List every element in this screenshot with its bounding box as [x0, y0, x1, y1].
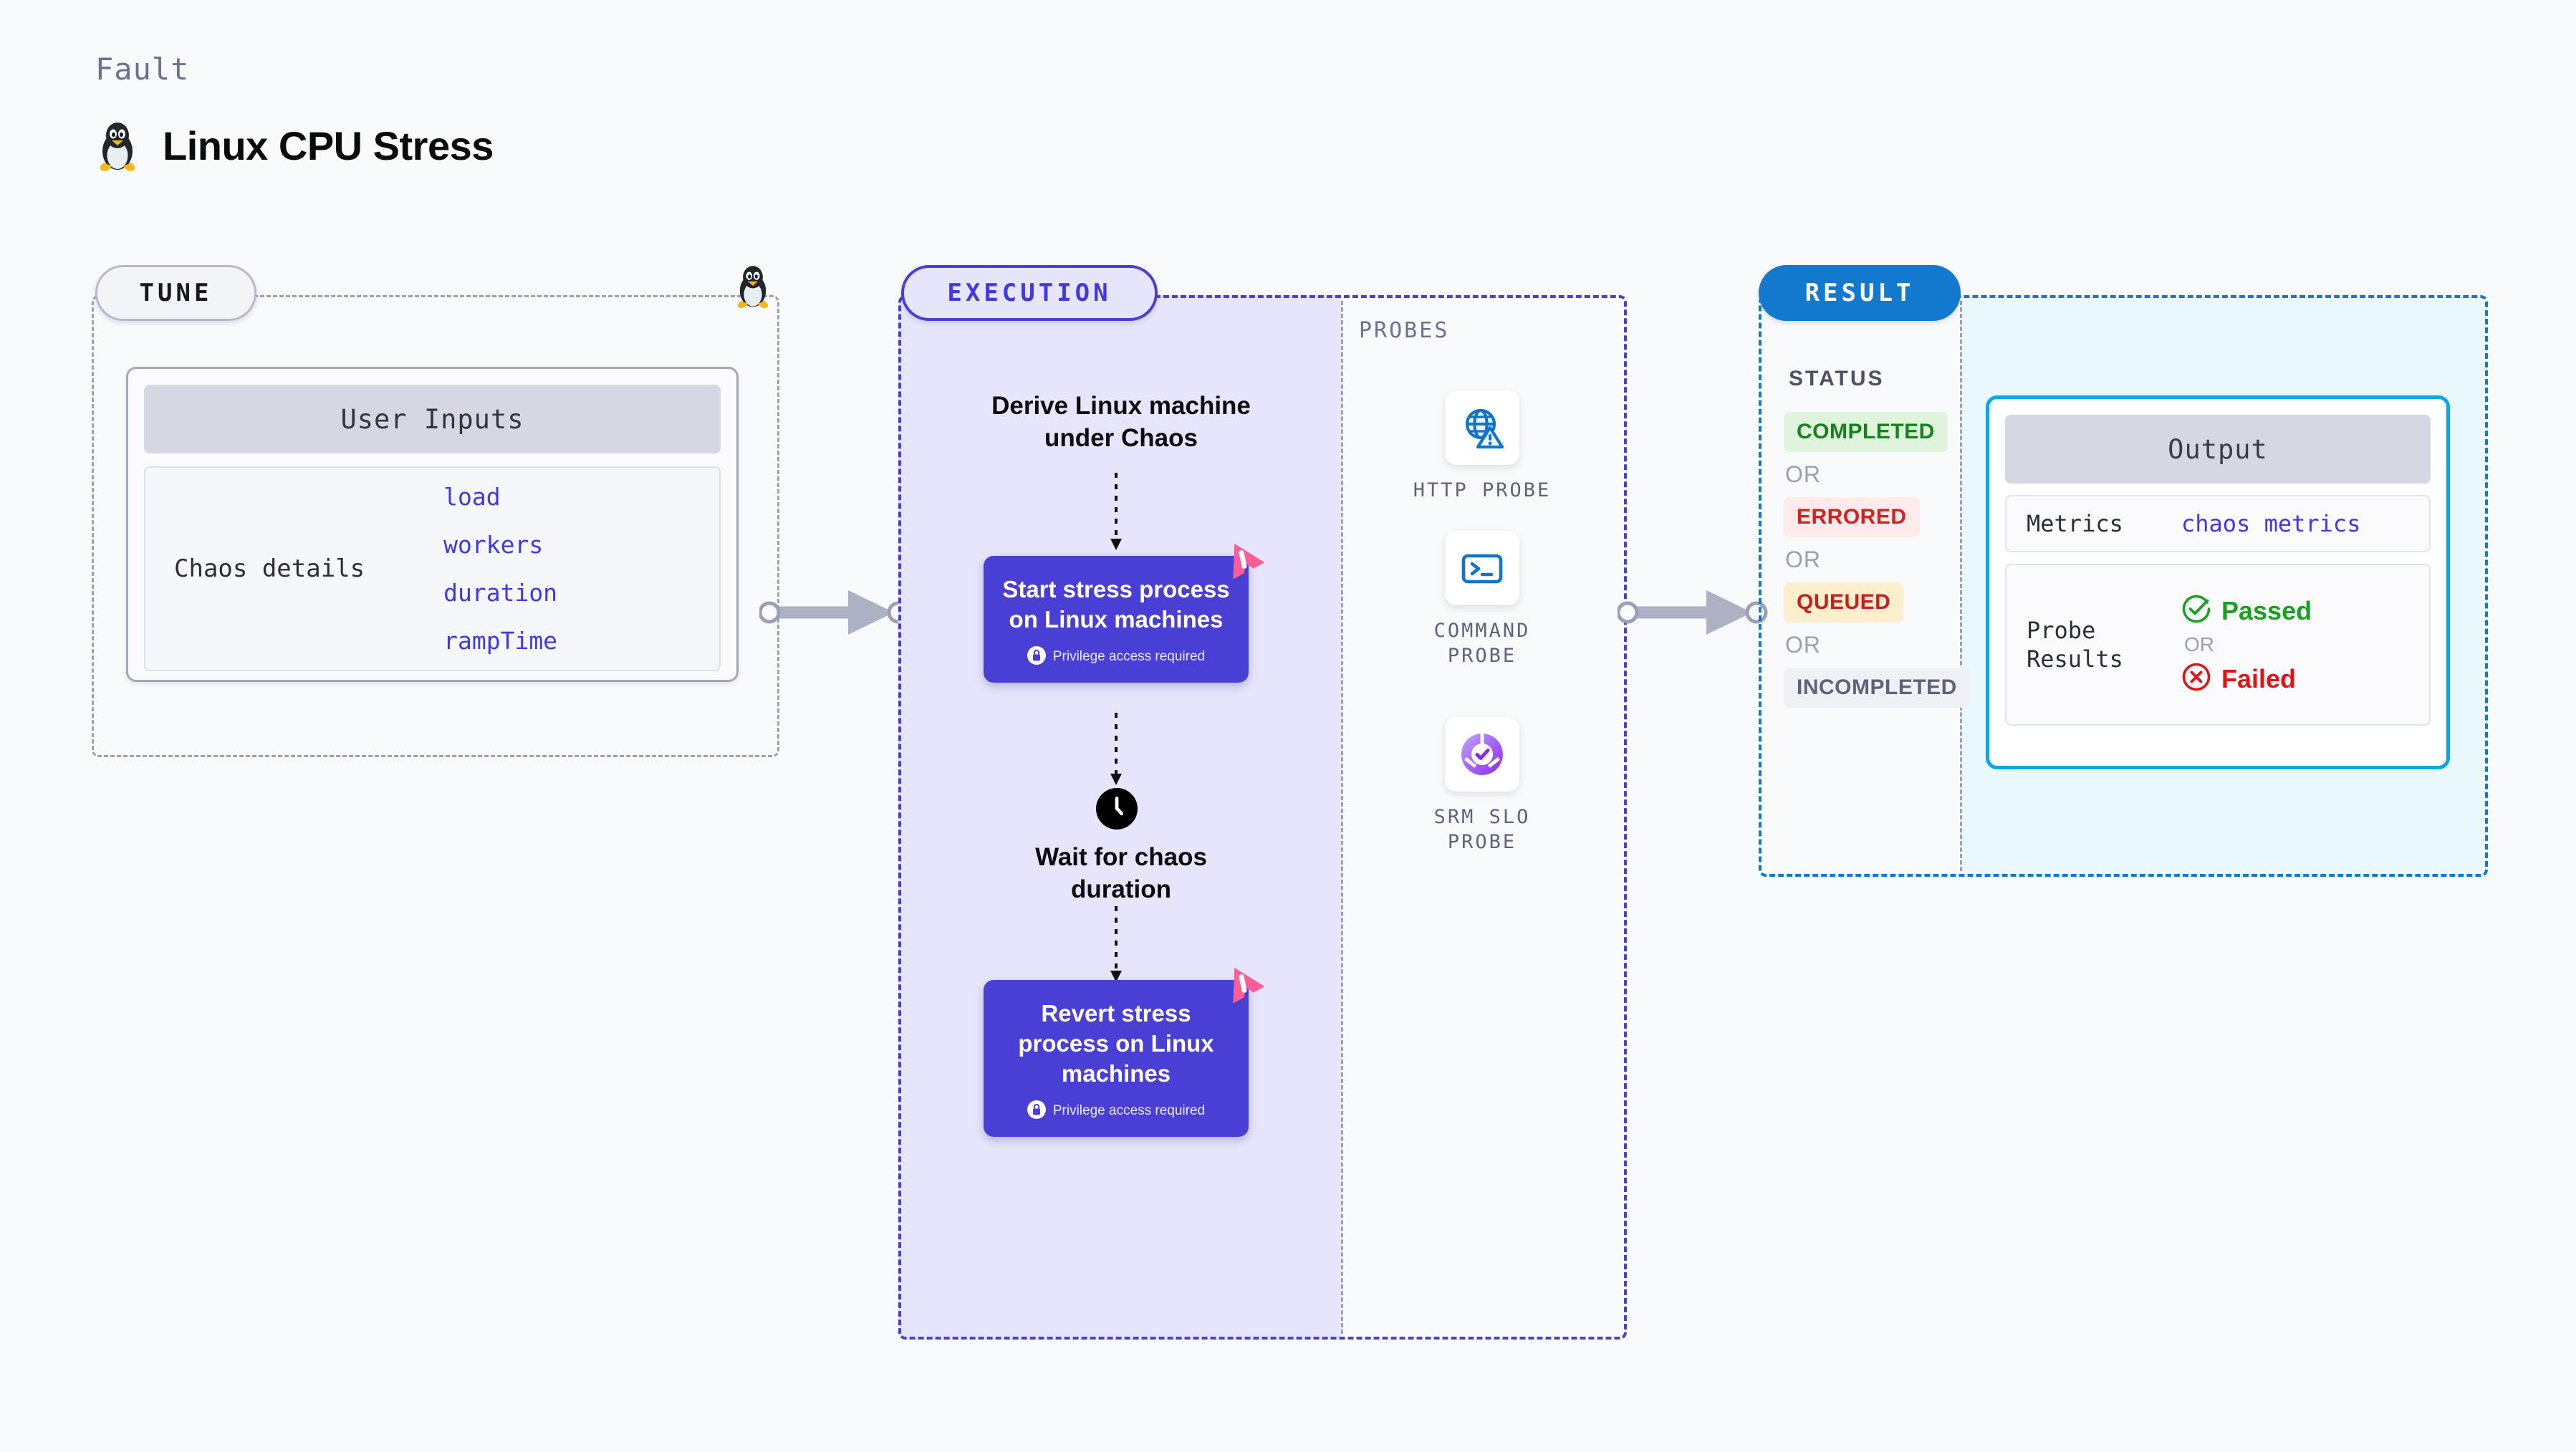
wait-duration-title: Wait for chaos duration: [1035, 843, 1207, 903]
arrow-derive-to-start: [1107, 473, 1125, 557]
result-divider: [1960, 301, 1962, 871]
chaos-details-row: Chaos details load workers duration ramp…: [144, 466, 721, 671]
probe-result-or: OR: [2184, 633, 2214, 655]
probe-srm-slo-label: SRM SLO PROBE: [1433, 806, 1531, 854]
execution-panel-border: [898, 295, 1627, 1340]
slo-donut-check-icon: [1445, 717, 1519, 792]
revert-stress-step[interactable]: Revert stress process on Linux machines …: [984, 967, 1265, 1137]
status-badge-completed: COMPLETED: [1784, 412, 1948, 452]
status-or-3: OR: [1785, 632, 1821, 658]
start-stress-step[interactable]: Start stress process on Linux machines P…: [984, 543, 1265, 683]
fault-eyebrow: Fault: [95, 52, 190, 87]
metrics-value: chaos metrics: [2181, 510, 2361, 537]
lock-icon: [1027, 645, 1046, 668]
probe-results-row: Probe Results Passed OR: [2005, 564, 2431, 726]
execution-pill-label: EXECUTION: [901, 265, 1158, 321]
arrow-start-to-wait: [1107, 713, 1125, 792]
revert-stress-step-text: Revert stress process on Linux machines: [1018, 1000, 1214, 1087]
globe-warning-icon: [1445, 390, 1519, 465]
input-load: load: [443, 483, 501, 511]
output-card: Output Metrics chaos metrics Probe Resul…: [1986, 395, 2450, 769]
metrics-row: Metrics chaos metrics: [2005, 495, 2431, 552]
user-inputs-header: User Inputs: [144, 385, 721, 453]
tune-panel: [92, 295, 779, 757]
chaos-details-values: load workers duration rampTime: [443, 483, 557, 655]
tune-to-execution-arrow: [758, 580, 913, 648]
tune-panel-border: [92, 295, 779, 757]
input-ramptime: rampTime: [443, 627, 558, 655]
user-inputs-card: User Inputs Chaos details load workers d…: [126, 367, 739, 682]
arrow-wait-to-revert: [1107, 906, 1125, 989]
result-pill-label: RESULT: [1759, 265, 1961, 321]
input-duration: duration: [443, 579, 558, 607]
chaos-details-key: Chaos details: [174, 554, 365, 583]
probes-to-result-arrow: [1616, 580, 1772, 648]
harness-logo-icon: [1222, 539, 1265, 584]
execution-panel: [898, 295, 1627, 1340]
revert-privilege-text: Privilege access required: [1052, 1103, 1206, 1119]
page-title-text: Linux CPU Stress: [163, 122, 494, 168]
harness-logo-icon: [1222, 963, 1265, 1008]
probes-section-label: PROBES: [1359, 318, 1450, 343]
probe-command-label: COMMAND PROBE: [1433, 620, 1531, 668]
probe-result-passed: Passed: [2181, 594, 2312, 628]
status-badge-incompleted: INCOMPLETED: [1784, 668, 1970, 708]
probe-http[interactable]: HTTP PROBE: [1396, 390, 1568, 503]
status-badge-errored: ERRORED: [1784, 497, 1920, 537]
probe-http-label: HTTP PROBE: [1413, 479, 1552, 501]
probe-result-failed: Failed: [2181, 662, 2312, 696]
x-circle-icon: [2181, 662, 2211, 696]
terminal-icon: [1445, 531, 1519, 605]
start-privilege-text: Privilege access required: [1052, 649, 1206, 665]
status-badge-queued: QUEUED: [1784, 582, 1904, 622]
status-or-1: OR: [1785, 461, 1821, 487]
linux-penguin-icon: [95, 118, 140, 173]
result-panel-border: [1759, 295, 2488, 877]
metrics-key: Metrics: [2027, 510, 2123, 537]
output-header: Output: [2005, 415, 2431, 484]
failed-label: Failed: [2221, 663, 2297, 693]
derive-machine-title: Derive Linux machine under Chaos: [991, 392, 1251, 452]
lock-icon: [1027, 1100, 1046, 1122]
probe-srm-slo[interactable]: SRM SLO PROBE: [1396, 717, 1568, 855]
clock-icon: [1096, 788, 1138, 833]
check-circle-icon: [2181, 594, 2211, 628]
status-heading: STATUS: [1789, 367, 1885, 390]
input-workers: workers: [443, 531, 544, 559]
start-privilege-note: Privilege access required: [1027, 645, 1206, 668]
probe-results-values: Passed OR Failed: [2181, 594, 2312, 696]
status-list: COMPLETED OR ERRORED OR QUEUED OR INCOMP…: [1784, 412, 1970, 708]
page-title: Linux CPU Stress: [95, 118, 494, 173]
status-or-2: OR: [1785, 547, 1821, 572]
revert-privilege-note: Privilege access required: [1027, 1100, 1205, 1122]
probe-results-key: Probe Results: [2027, 617, 2123, 673]
start-stress-step-text: Start stress process on Linux machines: [1002, 576, 1230, 633]
probe-command[interactable]: COMMAND PROBE: [1396, 531, 1568, 668]
result-panel: [1759, 295, 2488, 877]
passed-label: Passed: [2221, 595, 2312, 625]
tune-linux-penguin-icon: [734, 262, 772, 313]
probes-divider: [1341, 301, 1343, 1334]
tune-pill-label: TUNE: [95, 265, 256, 321]
